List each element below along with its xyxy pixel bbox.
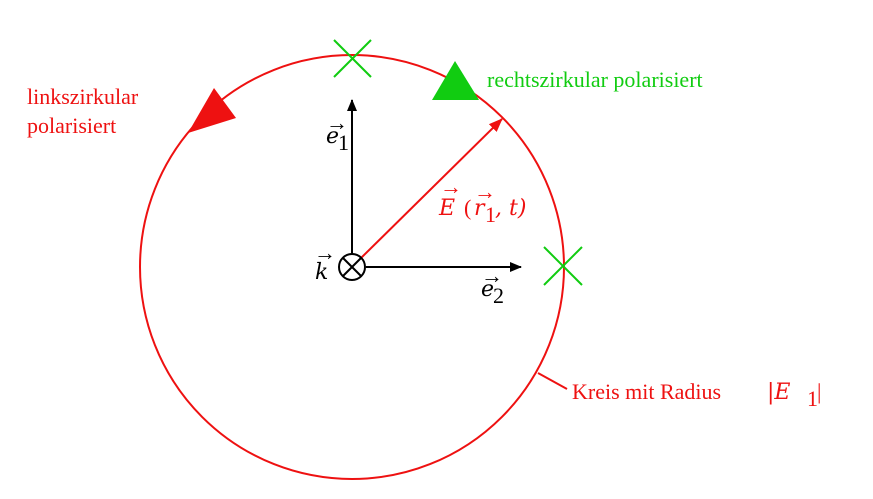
- field-r-subscript: 1: [485, 202, 496, 227]
- field-rest: , t): [495, 196, 526, 221]
- circle-caption: Kreis mit Radius |E 1 |: [572, 379, 821, 411]
- left-polarization-label-line2: polarisiert: [27, 113, 116, 138]
- k-vector-arrow: →: [314, 240, 336, 265]
- field-open-paren: (: [464, 195, 471, 220]
- field-r-vector-arrow: →: [474, 179, 496, 204]
- radius-close: |: [817, 379, 821, 404]
- k-symbol: k: [315, 260, 328, 285]
- top-x-mark-icon: [333, 39, 372, 78]
- radius-subscript: 1: [807, 386, 818, 411]
- circle-cross-icon: [338, 253, 366, 281]
- e2-subscript: 2: [493, 283, 504, 308]
- e1-label: → e 1: [326, 110, 349, 155]
- e2-vector-arrow: →: [481, 263, 503, 288]
- field-symbol: E: [438, 196, 455, 221]
- radius-symbol: |E: [767, 380, 790, 405]
- field-label: → E ( → r 1 , t): [438, 174, 526, 227]
- e1-vector-arrow: →: [326, 110, 348, 135]
- e2-label: → e 2: [481, 263, 504, 308]
- caption-pointer-line: [537, 372, 568, 390]
- right-x-mark-icon: [543, 246, 583, 286]
- left-circular-arrow-icon: [188, 88, 236, 133]
- e2-symbol: e: [481, 277, 494, 302]
- circle-caption-text: Kreis mit Radius: [572, 379, 721, 404]
- field-r-symbol: r: [474, 196, 486, 221]
- e1-symbol: e: [326, 124, 339, 149]
- field-vector-arrow-glyph: →: [440, 174, 462, 199]
- right-polarization-label: rechtszirkular polarisiert: [487, 67, 703, 92]
- right-circular-arrow-icon: [432, 61, 479, 100]
- field-vector-arrow: [360, 118, 503, 259]
- k-label: → k: [314, 240, 336, 285]
- e1-subscript: 1: [338, 130, 349, 155]
- left-polarization-label-line1: linkszirkular: [27, 84, 139, 109]
